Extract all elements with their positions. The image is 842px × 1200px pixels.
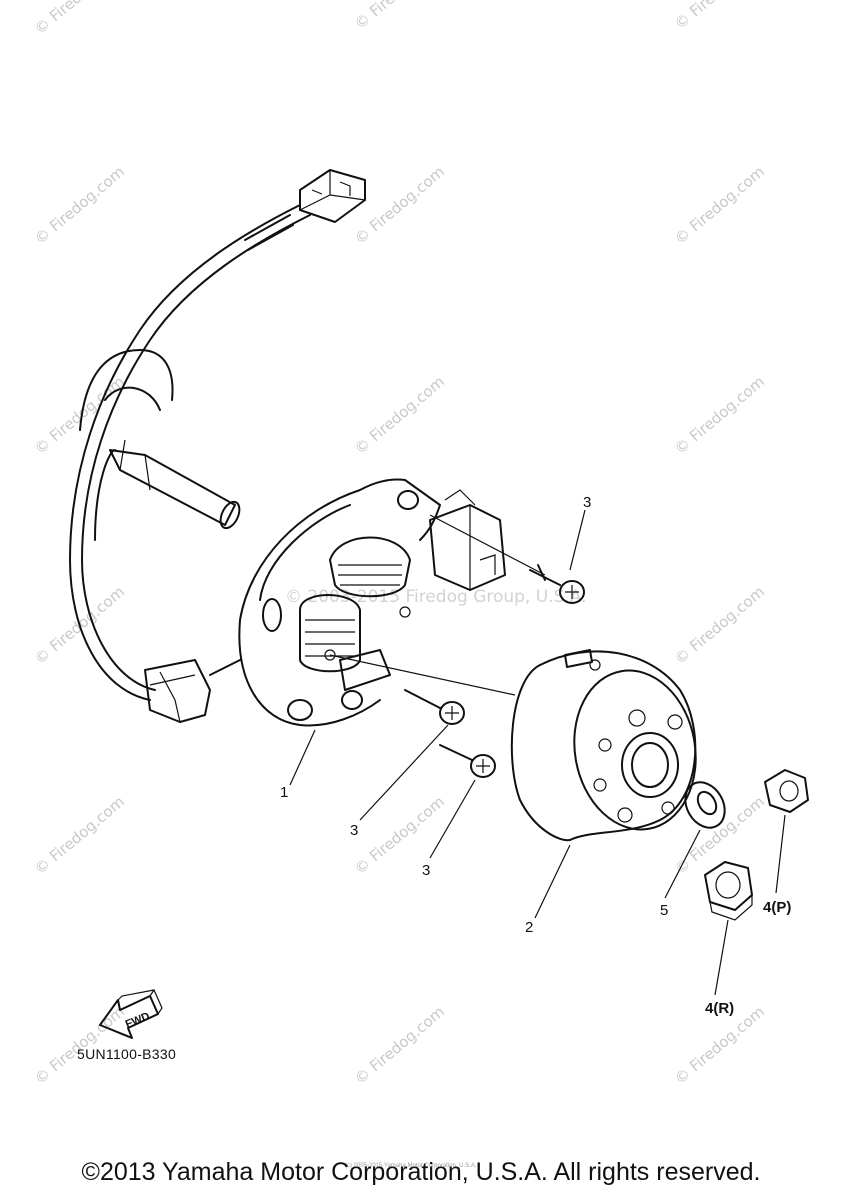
watermark: © Firedog.com [671,0,768,33]
watermark: © Firedog.com [351,163,448,248]
watermark: © Firedog.com [351,1003,448,1088]
screw-middle [404,689,465,725]
flywheel-rotor [510,649,697,842]
watermark-layer: © Firedog.com © Firedog.com © Firedog.co… [31,0,768,1088]
crankshaft [79,349,241,541]
watermark: © Firedog.com [671,583,768,668]
wiring-harness [69,169,366,723]
watermark: © Firedog.com [31,373,128,458]
watermark: © Firedog.com [31,793,128,878]
screw-low [439,744,496,778]
label-part-3-top: 3 [583,494,591,511]
watermark: © Firedog.com [671,163,768,248]
screw-top [529,564,585,604]
watermark: © Firedog.com [351,793,448,878]
diagram-code: 5UN1100-B330 [77,1046,177,1062]
nut-p [764,769,809,813]
faint-watermark: © 2003-2015 Firedog Group, U.S.A. [285,587,587,607]
copyright-notice: ©2013 Yamaha Motor Corporation, U.S.A. A… [81,1158,761,1186]
label-part-1: 1 [280,784,288,801]
fwd-text: FWD [124,1010,152,1031]
label-part-2: 2 [525,919,533,936]
watermark: © Firedog.com [31,163,128,248]
label-part-3-mid: 3 [350,822,358,839]
watermark: © Firedog.com [31,0,128,38]
leader-lines [289,509,786,996]
nut-r [704,861,753,921]
label-part-5: 5 [660,902,668,919]
washer [684,781,726,829]
watermark: © Firedog.com [351,0,448,33]
stator-assembly [238,478,546,727]
label-part-3-low: 3 [422,862,430,879]
label-part-4-r: 4(R) [705,1000,734,1017]
label-part-4-p: 4(P) [763,899,791,916]
watermark: © Firedog.com [671,373,768,458]
watermark: © Firedog.com [351,373,448,458]
tiny-copyright-text: (c) 2005-2015 Yamaha Motor Corporation, … [345,1163,477,1169]
